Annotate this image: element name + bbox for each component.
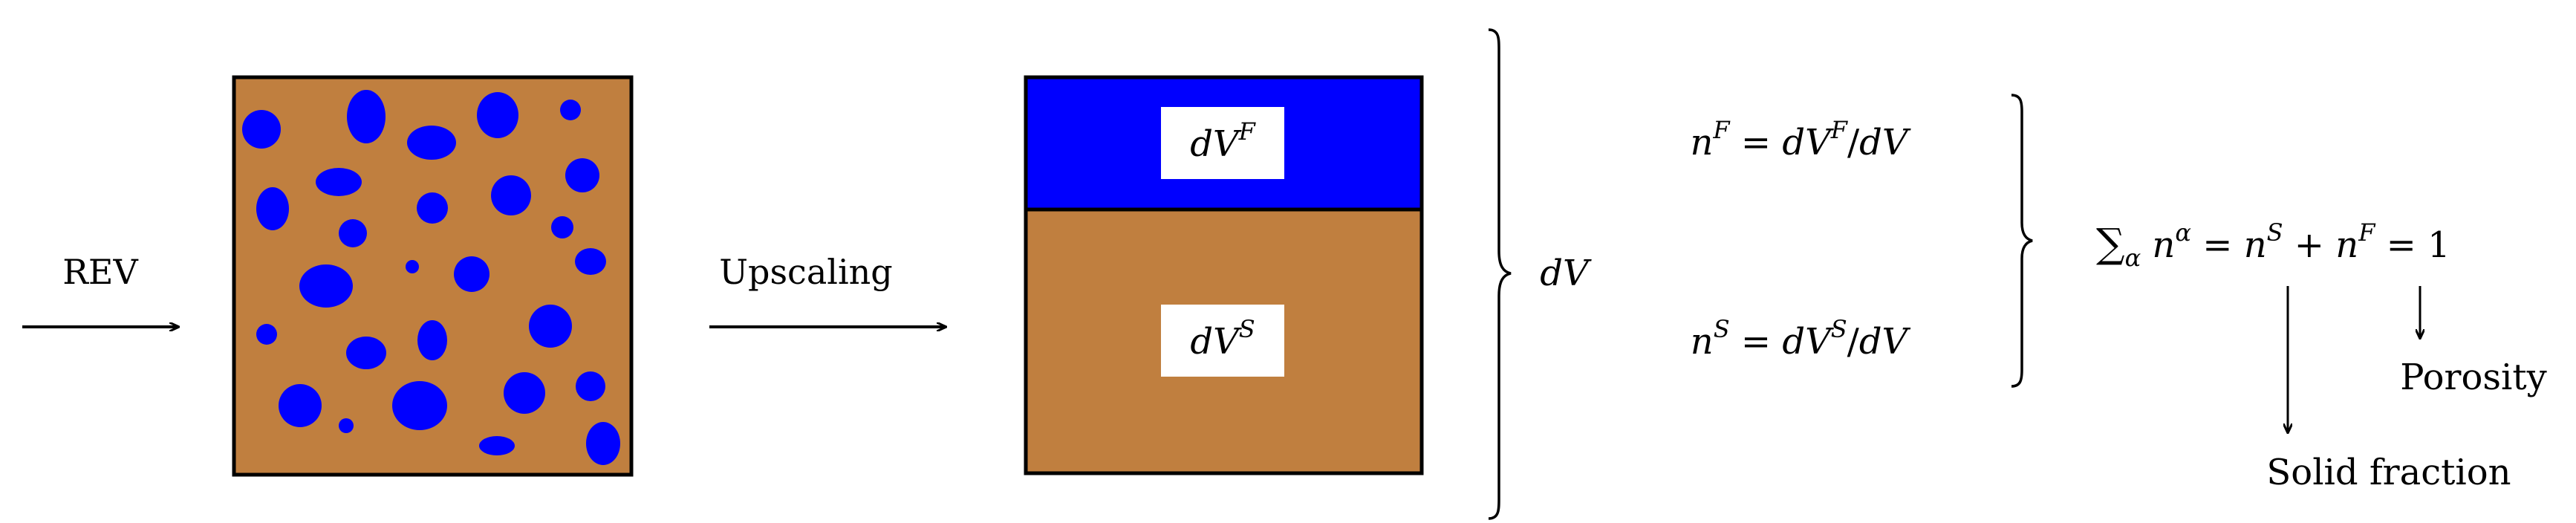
pore [299,264,353,308]
pores [242,90,620,465]
dvf-label: dVF [1190,117,1256,165]
pore [256,187,289,230]
pore [491,175,531,215]
pore [479,436,515,455]
pore [339,418,354,433]
homogenized-box: dVF dVS [1024,75,1424,475]
pore [454,256,489,292]
pore [551,216,573,238]
pore [576,371,605,401]
dv-brace [1488,28,1512,520]
equations-brace [2011,94,2033,388]
pore [242,110,281,149]
pore [560,100,581,120]
pore [256,324,277,345]
pore [339,219,367,247]
pore [346,337,386,369]
sum-equation: ∑α nα = nS + nF = 1 [2096,218,2450,272]
dvf-label-box [1161,107,1284,179]
nf-equation: nF = dVF/dV [1690,116,1910,163]
dvs-label-box [1161,305,1284,377]
pore [565,158,599,192]
pore [347,90,386,143]
pore [417,192,448,224]
pore [316,168,362,196]
pore [504,372,545,414]
porosity-label: Porosity [2400,357,2546,398]
pore [586,422,620,465]
porous-medium-box [232,75,634,477]
pore [392,381,447,430]
upscaling-label: Upscaling [719,252,893,292]
rev-label: REV [62,252,138,292]
pore [407,126,456,160]
pore [529,305,572,348]
ns-equation: nS = dVS/dV [1691,315,1911,363]
pore [575,248,606,275]
dv-label: dV [1540,253,1592,294]
pore [417,320,447,360]
pore [406,260,419,273]
solid-fraction-label: Solid fraction [2266,452,2511,493]
pore [477,92,518,138]
pore [279,384,322,427]
